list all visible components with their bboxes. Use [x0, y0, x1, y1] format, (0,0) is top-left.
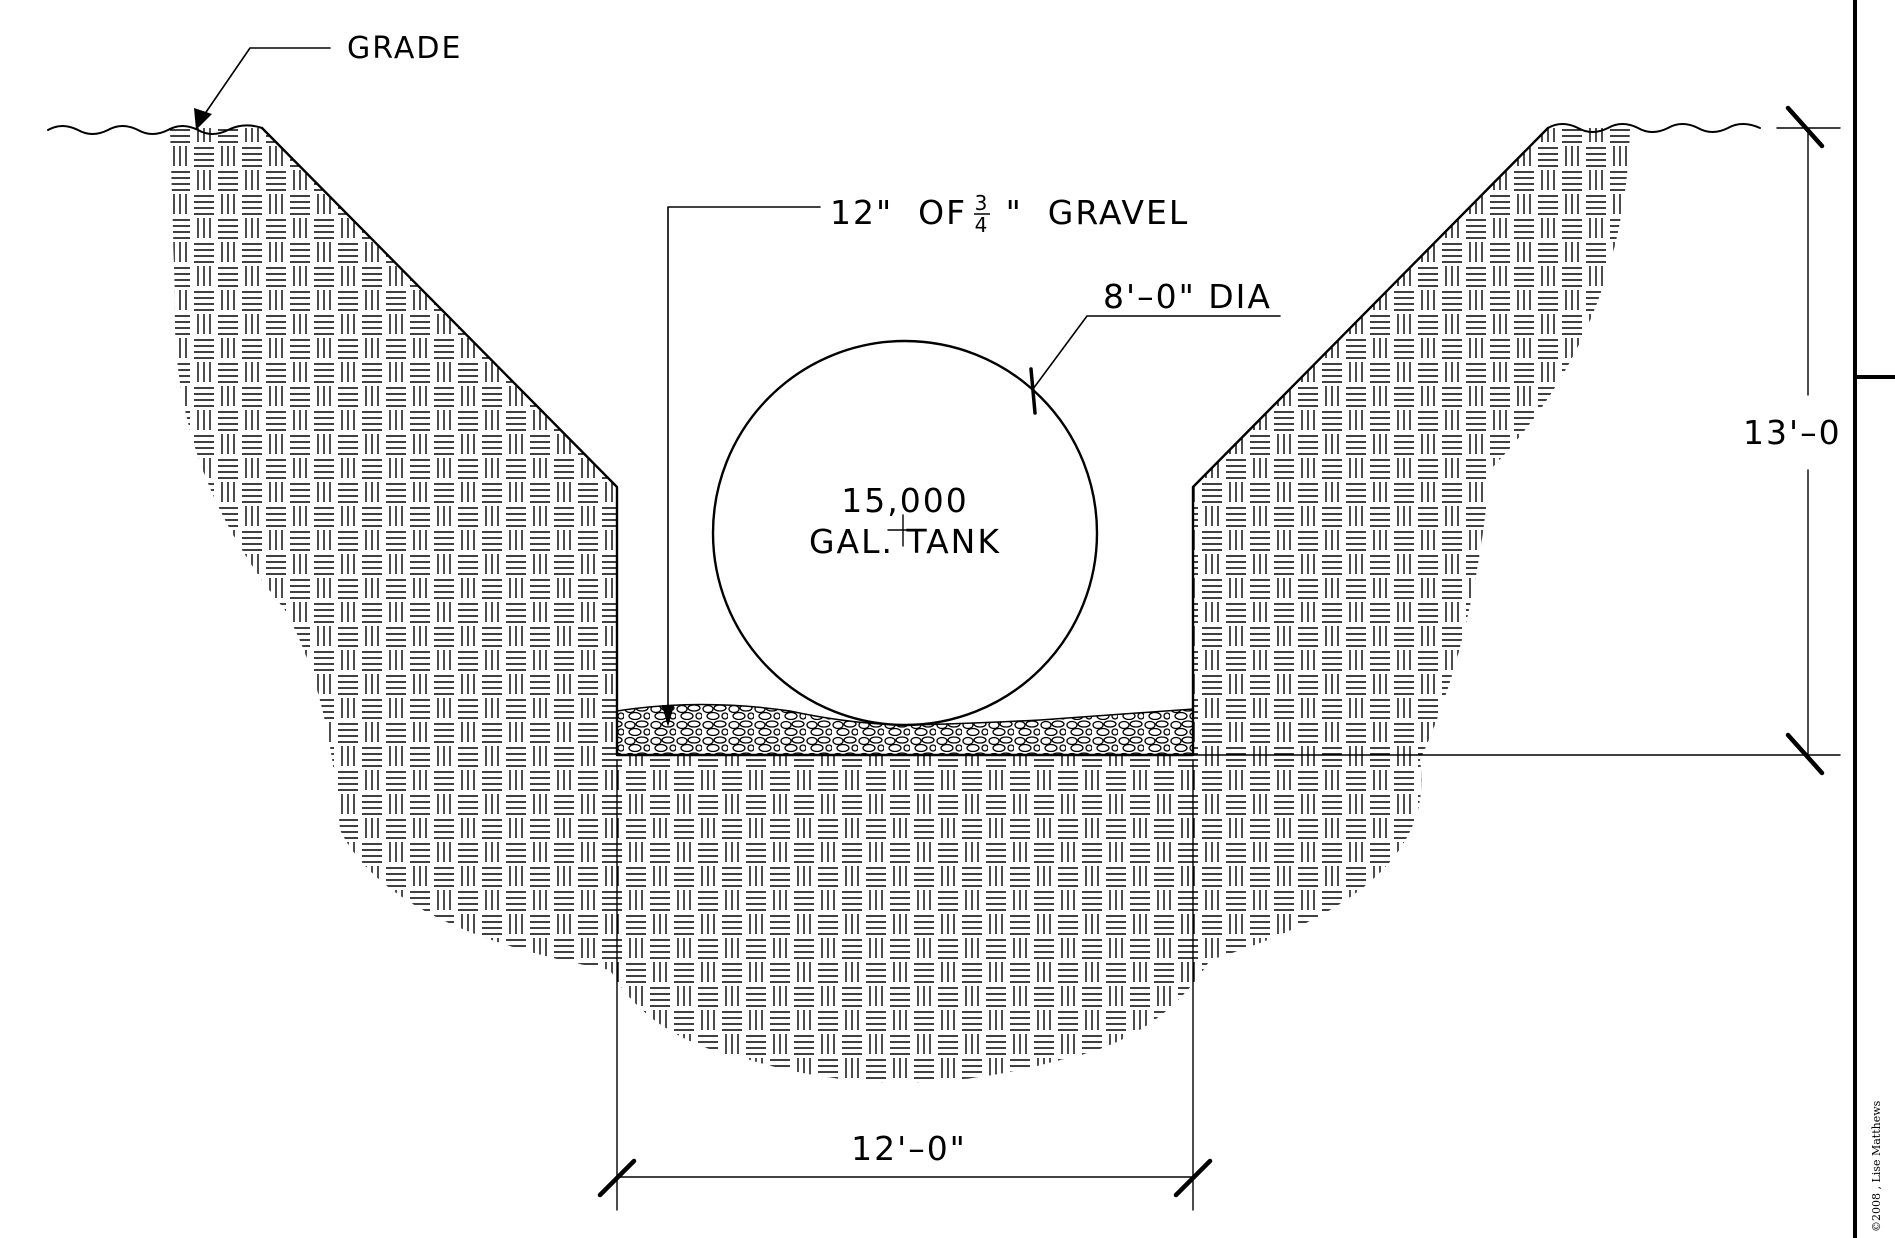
tank-gal-label: GAL. TANK	[809, 522, 1001, 561]
excavation-outline	[260, 126, 1550, 757]
tank-circle	[711, 339, 1099, 727]
copyright-label: ©2008 , Lise Matthews	[1870, 1100, 1883, 1232]
grade-label: GRADE	[347, 31, 462, 66]
gravel-label: 12" OF " GRAVEL	[830, 193, 1189, 232]
gravel-leader	[667, 206, 821, 717]
gravel-fraction: 3 4	[974, 191, 990, 237]
tank-dia-label: 8'–0" DIA	[1103, 277, 1272, 316]
tank-capacity-label: 15,000	[841, 481, 968, 520]
width-dimension	[597, 759, 1213, 1211]
tank-centerline	[887, 514, 919, 547]
soil-hatch-region	[170, 128, 1630, 1083]
gravel-bed	[616, 703, 1194, 756]
grade-line-right	[1547, 123, 1761, 133]
gravel-arrowhead	[662, 705, 674, 727]
dia-tick	[1029, 367, 1037, 415]
svg-text:4: 4	[975, 213, 990, 237]
grade-arrowhead	[194, 108, 212, 130]
depth-dimension-label: 13'–0	[1743, 413, 1842, 452]
grade-line-left	[47, 124, 263, 135]
dia-leader	[1032, 315, 1281, 390]
grade-leader	[201, 47, 331, 119]
svg-text:3: 3	[975, 191, 990, 215]
depth-dimension	[1192, 105, 1841, 776]
width-dimension-label: 12'–0"	[851, 1129, 967, 1168]
